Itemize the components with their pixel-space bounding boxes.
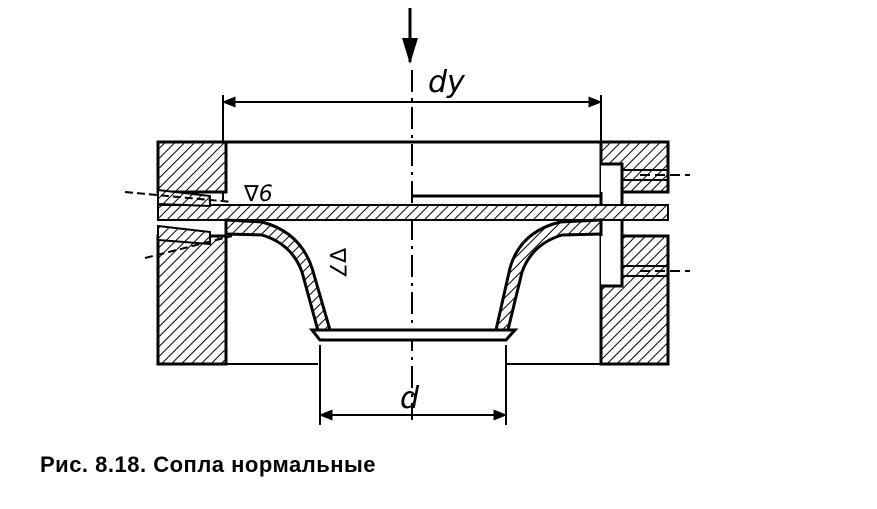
label-roughness-side: ∇7: [324, 247, 349, 277]
pressure-tap-lower-right: [622, 265, 690, 277]
pressure-chamber: [601, 162, 624, 288]
body-left-upper: [156, 140, 228, 194]
label-roughness-top: ∇6: [243, 182, 273, 207]
pressure-tap-left: [124, 188, 233, 259]
pressure-tap-upper-right: [622, 169, 690, 181]
body-left-lower: [156, 234, 228, 366]
gasket-plate: [157, 204, 669, 221]
label-dy: dy: [428, 65, 466, 100]
figure-caption: Рис. 8.18. Сопла нормальные: [40, 452, 377, 477]
dimension-d: [318, 345, 508, 425]
throat-plate: [308, 328, 519, 342]
nozzle-profile-right: [494, 218, 603, 341]
label-d: d: [400, 381, 420, 416]
flow-arrow-head: [402, 38, 418, 64]
nozzle-profile-left: [224, 218, 332, 341]
